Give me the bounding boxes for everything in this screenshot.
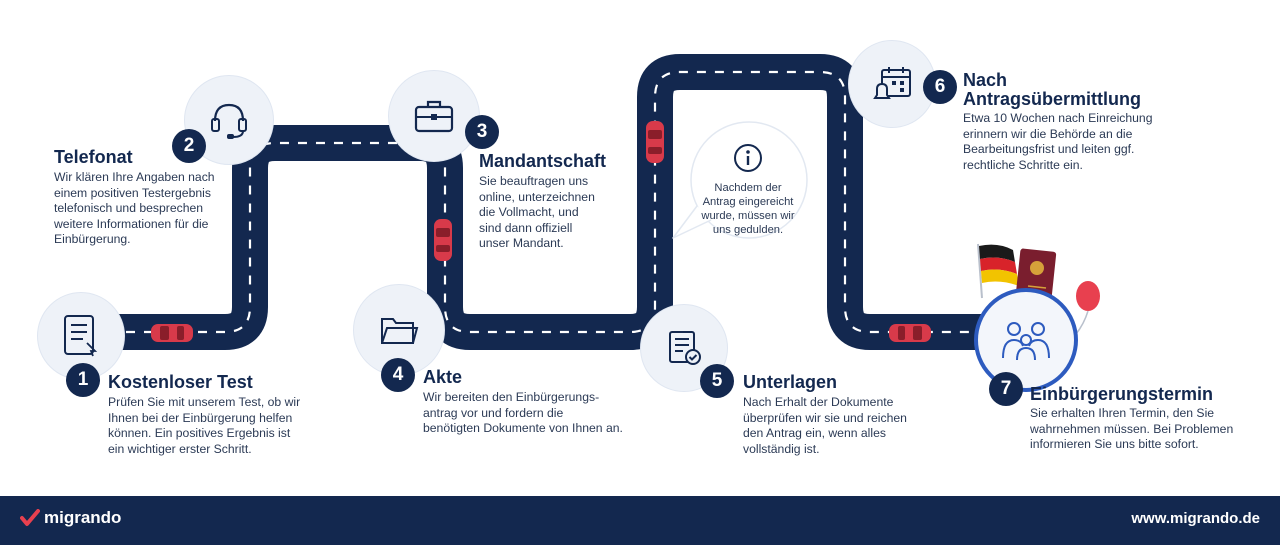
flag-passport-balloon [977,243,1100,335]
step-6-badge: 6 [923,70,957,104]
info-bubble [672,121,808,239]
step-4-desc: Wir bereiten den Einbürgerungs-antrag vo… [423,390,623,436]
step-7-circle [974,288,1078,392]
brand-name: migrando [44,508,122,527]
step-2-badge: 2 [172,129,206,163]
folder-icon [381,318,419,344]
step-5-badge: 5 [700,364,734,398]
car-2 [434,219,452,261]
step-3-circle [388,70,480,162]
footer-bar: migrando www.migrando.de [0,496,1280,545]
step-3-badge: 3 [465,115,499,149]
step-4-badge: 4 [381,358,415,392]
briefcase-icon [414,100,454,133]
step-1-title: Kostenloser Test [108,372,253,392]
step-4-title: Akte [423,367,463,387]
step-6-circle [848,40,936,128]
brand-logo[interactable]: migrando [20,508,121,528]
car-4 [889,324,931,342]
step-3-title: Mandantschaft [479,151,607,171]
checkmark-icon [20,509,40,526]
car-3 [646,121,664,163]
headset-icon [211,103,247,139]
calendar-bell-icon [873,67,911,99]
checklist-icon [64,315,98,357]
document-check-icon [669,331,701,365]
car-1 [151,324,193,342]
info-icon [734,144,762,172]
step-2-title: Telefonat [54,147,133,167]
family-icon [1002,322,1050,361]
step-5-title: Unterlagen [743,372,838,392]
step-1-badge: 1 [66,363,100,397]
website-link[interactable]: www.migrando.de [1131,510,1260,527]
step-7-title: Einbürgerungstermin [1030,384,1214,404]
step-7-badge: 7 [989,372,1023,406]
